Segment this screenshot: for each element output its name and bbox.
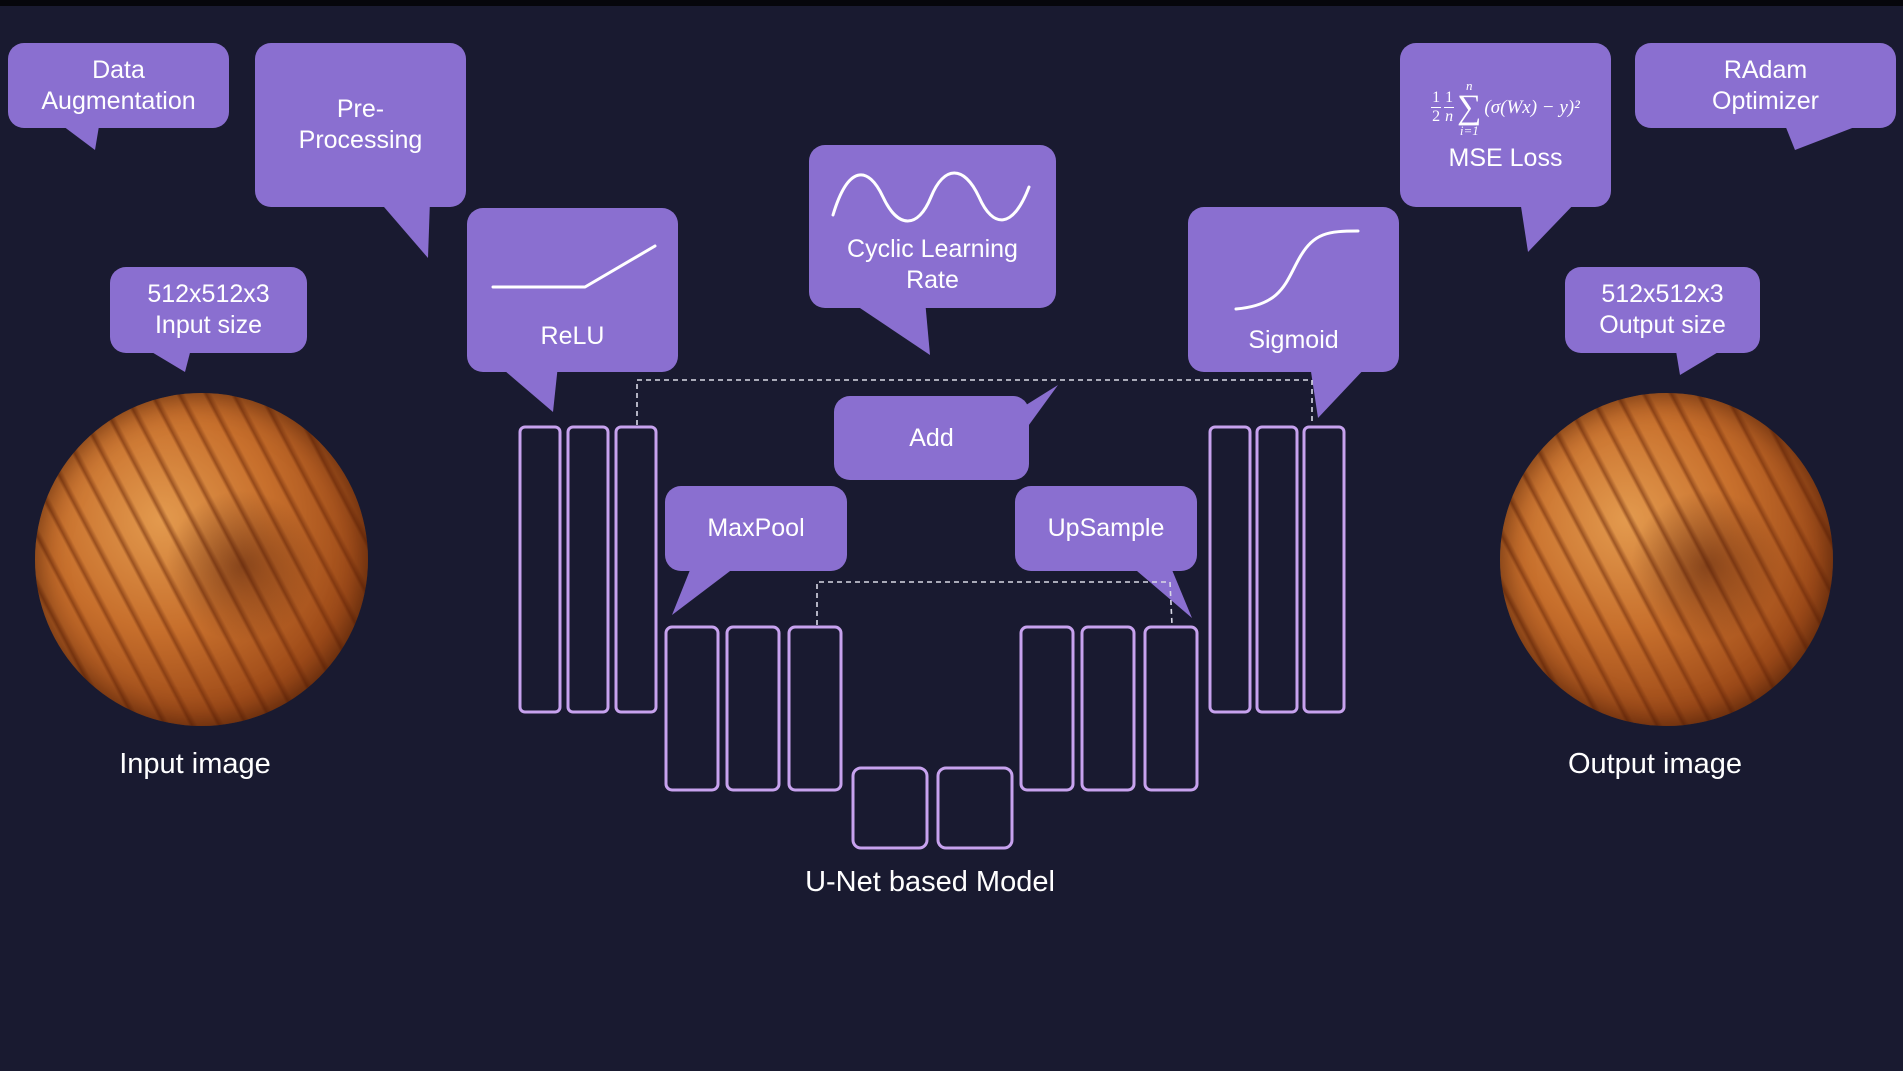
skip-connection-outer [636,379,1313,425]
maxpool-bubble: MaxPool [665,486,847,571]
output-size-bubble: 512x512x3 Output size [1565,267,1760,353]
sigmoid-bubble: Sigmoid [1188,207,1399,372]
relu-graph-icon [491,244,657,289]
unet-block [664,625,720,792]
pre-processing-tail [378,200,430,258]
bubble-line: Optimizer [1712,86,1819,115]
formula-numerator: 1 [1444,89,1455,108]
pre-processing-bubble: Pre- Processing [255,43,466,207]
unet-block [1255,425,1299,714]
formula-expression: (σ(Wx) − y)² [1484,97,1580,118]
sum-upper-limit: n [1466,77,1473,93]
sigma-icon: ∑ [1457,88,1482,126]
unet-block [518,425,562,714]
cyclic-lr-bubble: Cyclic Learning Rate [809,145,1056,308]
bubble-line: Input size [154,311,262,339]
cyclic-lr-tail [848,300,930,355]
sigmoid-curve-icon [1234,229,1360,311]
input-image [35,393,368,726]
mse-loss-tail [1520,200,1578,252]
add-bubble: Add [834,396,1029,480]
sigmoid-tail [1310,365,1368,418]
maxpool-tail [672,565,738,615]
skip-connection-inner [816,581,1173,626]
unet-block [1080,625,1136,792]
bubble-line: Augmentation [41,86,196,115]
formula-denominator: 2 [1432,108,1441,125]
bubble-line: MSE Loss [1448,143,1563,172]
unet-block [725,625,781,792]
relu-bubble: ReLU [467,208,678,372]
bubble-line: Sigmoid [1248,326,1339,354]
bubble-line: Rate [906,266,959,294]
formula-fraction: 1 n [1444,89,1455,126]
upsample-tail [1130,565,1192,618]
mse-formula: 1 2 1 n n ∑ i=1 (σ(Wx) − y)² [1431,77,1580,139]
upsample-bubble: UpSample [1015,486,1197,571]
bubble-line: 512x512x3 [147,280,270,308]
bubble-line: UpSample [1047,514,1165,542]
unet-block [1302,425,1346,714]
model-caption: U-Net based Model [805,866,1055,898]
bubble-line: Data [92,55,145,84]
sum-lower-limit: i=1 [1459,122,1479,138]
radam-bubble: RAdam Optimizer [1635,43,1896,128]
radam-tail [1785,125,1860,150]
bubble-line: MaxPool [707,514,805,542]
unet-block [1143,625,1199,792]
unet-block [566,425,610,714]
bubble-line: ReLU [540,322,605,350]
input-image-caption: Input image [119,748,271,780]
unet-block [1208,425,1252,714]
bubble-line: 512x512x3 [1601,280,1724,308]
relu-tail [498,365,558,412]
formula-numerator: 1 [1431,89,1442,108]
bubble-line: RAdam [1723,55,1808,84]
bubble-line: Output size [1599,311,1726,339]
mse-loss-bubble: 1 2 1 n n ∑ i=1 (σ(Wx) − y)² MSE Loss [1400,43,1611,207]
summation: n ∑ i=1 [1457,79,1481,137]
bubble-line: Pre- [336,95,385,123]
bubble-line: Add [909,423,954,452]
formula-fraction: 1 2 [1431,89,1442,126]
top-bar [0,0,1903,6]
sine-wave-icon [831,171,1031,223]
unet-block [787,625,843,792]
output-image [1500,393,1833,726]
data-augmentation-bubble: Data Augmentation [8,43,229,128]
unet-block [851,766,929,850]
output-image-caption: Output image [1567,748,1743,780]
formula-denominator: n [1445,108,1454,125]
unet-block [1019,625,1075,792]
unet-block [614,425,658,714]
bubble-line: Cyclic Learning [847,235,1018,263]
input-size-bubble: 512x512x3 Input size [110,267,307,353]
bubble-line: Processing [298,126,423,154]
unet-block [936,766,1014,850]
